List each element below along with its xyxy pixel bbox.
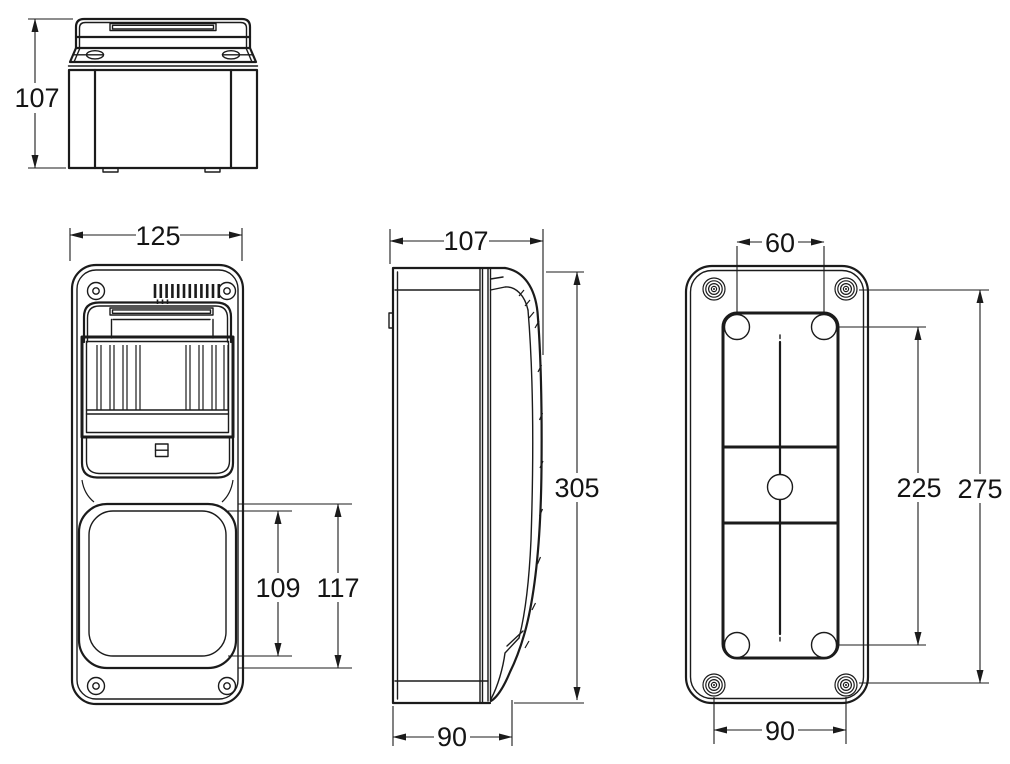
front-view: [70, 263, 245, 706]
center-knockout-hole: [766, 473, 794, 501]
top-view: [67, 17, 259, 173]
dim-door-inner-height: 109: [228, 510, 301, 657]
dim-label-back-hole-pitch-x: 60: [765, 228, 795, 258]
dim-label-back-screw-pitch-y: 275: [957, 474, 1002, 504]
front-enclosure-outline: [70, 263, 245, 706]
mounting-plate: [721, 311, 840, 660]
boss-top-right: [834, 277, 858, 301]
dim-label-side-height: 305: [554, 473, 599, 503]
side-hinge-tab: [388, 312, 394, 329]
mounting-hole-top-left: [723, 313, 751, 341]
front-lid: [82, 301, 233, 344]
latch: [154, 443, 169, 458]
front-screw-bottom-left: [86, 676, 106, 696]
side-body: [388, 266, 507, 705]
top-view-lid: [74, 17, 252, 39]
dim-top-height: 107: [14, 18, 73, 169]
dim-label-front-width: 125: [135, 221, 180, 251]
dim-label-back-screw-pitch-x: 90: [765, 716, 795, 746]
dim-side-depth: 107: [389, 226, 544, 355]
top-view-screw-band: [68, 46, 258, 64]
dim-door-outer-height: 117: [238, 503, 361, 669]
back-view: [684, 264, 870, 705]
top-view-screw-right: [221, 50, 254, 60]
dim-label-back-hole-pitch-y: 225: [896, 473, 941, 503]
dim-label-side-base-depth: 90: [437, 722, 467, 752]
top-view-screw-left: [72, 50, 105, 60]
top-view-body: [67, 68, 259, 173]
mounting-hole-bottom-right: [810, 631, 838, 659]
door-panel: [77, 502, 238, 670]
front-screw-top-right: [217, 281, 237, 301]
dim-back-hole-pitch-x: 60: [736, 228, 825, 313]
dim-front-width: 125: [69, 221, 243, 261]
dim-back-screw-pitch-y: 275: [859, 289, 1004, 684]
front-screw-bottom-right: [217, 676, 237, 696]
vent-slots: [153, 284, 221, 298]
dim-label-door-outer-height: 117: [316, 573, 359, 603]
dim-side-base-depth: 90: [392, 700, 513, 752]
mounting-hole-bottom-left: [723, 631, 751, 659]
front-screw-top-left: [86, 281, 106, 301]
side-view: [388, 266, 544, 705]
back-enclosure-outline: [684, 264, 870, 705]
side-cover-profile: [489, 266, 544, 703]
boss-top-left: [702, 277, 726, 301]
dim-back-screw-pitch-x: 90: [713, 697, 847, 746]
dim-back-hole-pitch-y: 225: [837, 326, 943, 646]
dim-label-door-inner-height: 109: [255, 573, 300, 603]
dim-label-side-depth: 107: [443, 226, 488, 256]
din-module-window: [80, 335, 235, 439]
dim-label-top-height: 107: [14, 83, 59, 113]
dim-side-height: 305: [514, 271, 600, 704]
boss-bottom-right: [834, 673, 858, 697]
mounting-hole-top-right: [810, 313, 838, 341]
boss-bottom-left: [702, 673, 726, 697]
latch-panel: [80, 435, 235, 503]
